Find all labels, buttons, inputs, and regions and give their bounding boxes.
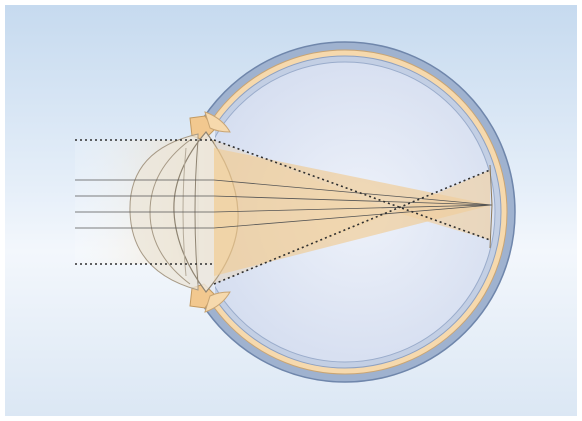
marginal-ray-upper <box>213 139 491 241</box>
ray-line <box>213 179 493 206</box>
ray-line <box>213 204 493 213</box>
marginal-rays <box>75 139 491 285</box>
ciliary-upper <box>204 111 231 133</box>
retina-back-edge <box>489 164 493 249</box>
ray-lines <box>75 179 493 229</box>
ciliary-lower <box>204 291 231 313</box>
focal-cone-after-focus <box>395 170 490 240</box>
focal-cone-diverging <box>214 140 490 284</box>
ray-line <box>213 195 493 206</box>
focal-cone-solid <box>214 148 492 276</box>
ray-line <box>213 204 493 229</box>
